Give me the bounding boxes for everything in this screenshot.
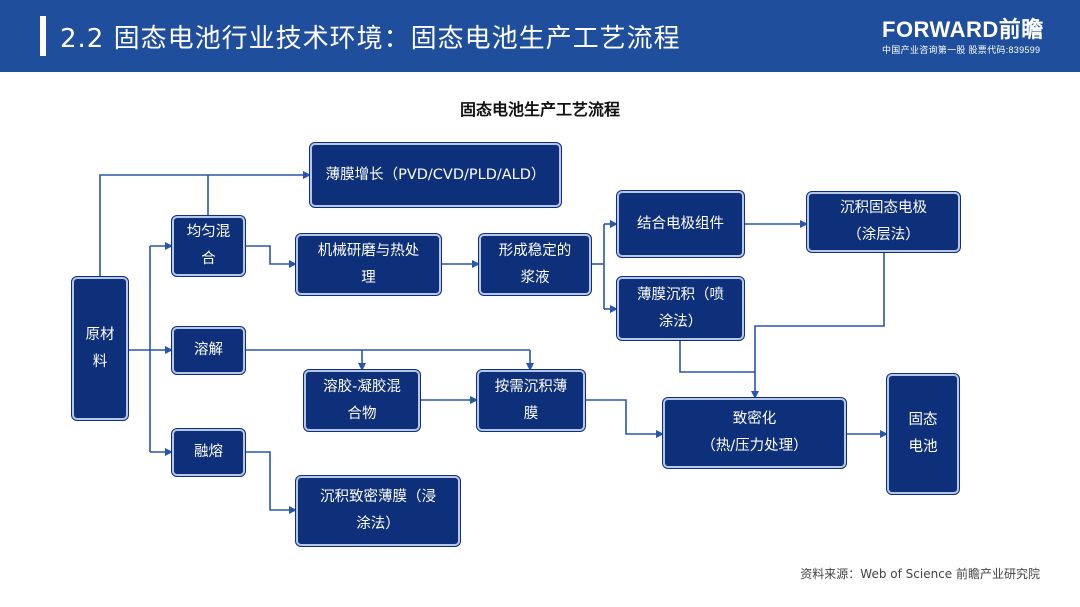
node-coating-deposition-label: 沉积固态电极 （涂层法） (840, 200, 927, 243)
node-raw-material-label: 原材 料 (85, 326, 115, 370)
node-film-growth-label: 薄膜增长（PVD/CVD/PLD/ALD） (325, 166, 546, 183)
node-melt-label: 融熔 (194, 444, 223, 460)
node-solid-state-battery: 固态 电池 (887, 374, 959, 494)
node-dip-coating: 沉积致密薄膜（浸 涂法） (296, 476, 460, 546)
node-melt: 融熔 (172, 429, 245, 476)
node-sol-gel: 溶胶-凝胶混 合物 (304, 370, 420, 431)
node-on-demand-deposition: 按需沉积薄 膜 (477, 370, 585, 431)
node-dip-coating-label: 沉积致密薄膜（浸 涂法） (320, 489, 436, 532)
link-raw-film (99, 171, 311, 278)
brand-logo: FORWARD前瞻 中国产业咨询第一股 股票代码:839599 (882, 18, 1052, 56)
node-stable-slurry-label: 形成稳定的 浆液 (498, 242, 572, 286)
link-spray-densify (679, 340, 755, 373)
node-stable-slurry: 形成稳定的 浆液 (479, 234, 591, 295)
node-uniform-mixing: 均匀混 合 (172, 216, 245, 276)
node-spray-deposition-label: 薄膜沉积（喷 涂法） (637, 286, 724, 330)
node-uniform-mixing-label: 均匀混 合 (186, 224, 231, 267)
node-dissolve: 溶解 (172, 327, 245, 374)
node-spray-deposition: 薄膜沉积（喷 涂法） (617, 277, 744, 340)
node-dissolve-label: 溶解 (194, 342, 223, 358)
node-solid-state-battery-label: 固态 电池 (908, 412, 938, 455)
page-title: 2.2 固态电池行业技术环境：固态电池生产工艺流程 (60, 24, 681, 54)
logo-tagline: 中国产业咨询第一股 股票代码:839599 (882, 45, 1041, 55)
node-electrode-assembly: 结合电极组件 (617, 191, 744, 257)
node-electrode-assembly-label: 结合电极组件 (637, 215, 724, 232)
node-on-demand-deposition-label: 按需沉积薄 膜 (494, 378, 568, 422)
link-coat-densify (751, 252, 885, 399)
header-bar: 2.2 固态电池行业技术环境：固态电池生产工艺流程 FORWARD前瞻 中国产业… (0, 0, 1080, 72)
link-melt-dip (245, 451, 297, 514)
link-ondemand-densify (585, 399, 664, 438)
logo-wordmark: FORWARD前瞻 (882, 17, 1044, 42)
node-raw-material: 原材 料 (72, 277, 128, 420)
title-accent-bar (40, 16, 46, 56)
node-densification: 致密化 （热/压力处理） (663, 398, 846, 468)
diagram-title: 固态电池生产工艺流程 (459, 100, 620, 119)
node-densification-label: 致密化 （热/压力处理） (701, 411, 808, 454)
link-mix-grind (245, 245, 297, 268)
source-note: 资料来源：Web of Science 前瞻产业研究院 (800, 567, 1040, 581)
node-sol-gel-label: 溶胶-凝胶混 合物 (323, 378, 401, 422)
node-film-growth: 薄膜增长（PVD/CVD/PLD/ALD） (310, 143, 561, 207)
node-coating-deposition: 沉积固态电极 （涂层法） (807, 192, 960, 252)
node-mechanical-grinding-label: 机械研磨与热处 理 (317, 242, 420, 286)
node-mechanical-grinding: 机械研磨与热处 理 (296, 234, 441, 295)
